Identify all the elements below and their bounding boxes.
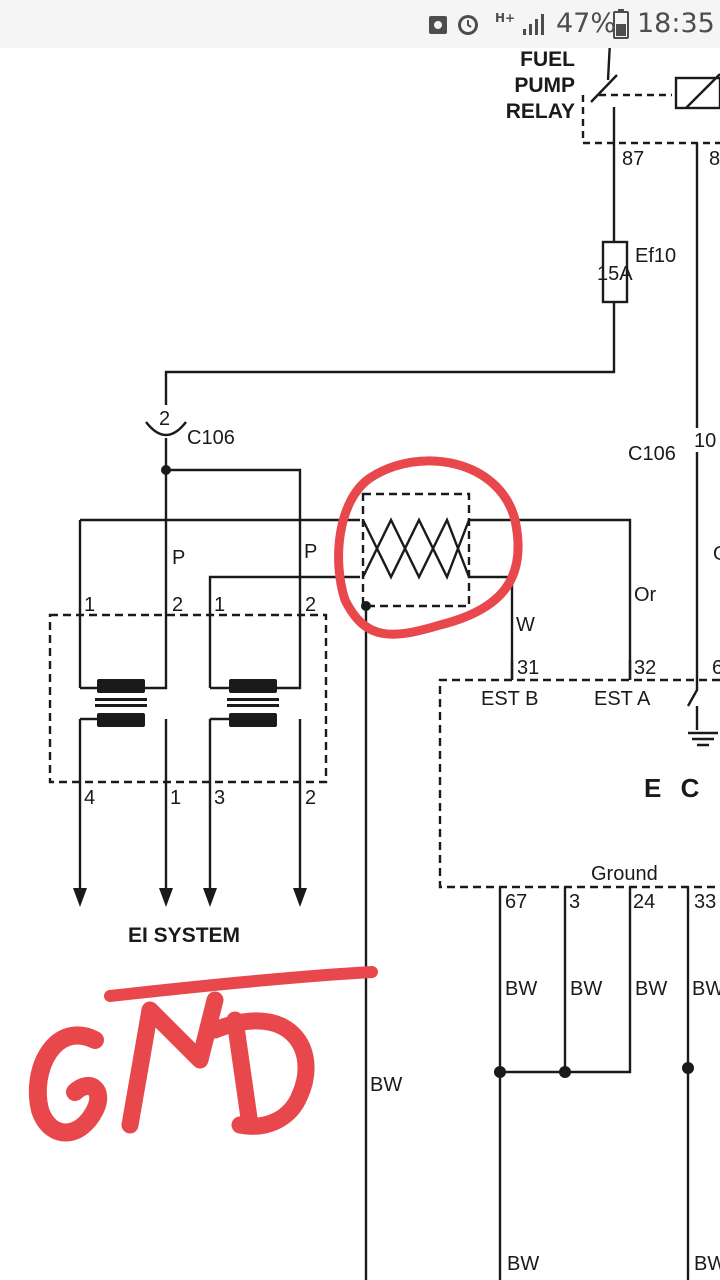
relay-pin-8: 8 [709,148,720,170]
c106-right-pin: 10 [694,430,716,452]
twisted-pair-shield [361,492,471,608]
ground-wires [498,887,690,1280]
bw-label-shield: BW [370,1074,402,1096]
bw-label-3: BW [635,978,667,1000]
c106-right-name: C106 [628,443,676,465]
bw-label-2: BW [570,978,602,1000]
ecm-pin-32: 32 [634,657,656,679]
red-circle [334,456,523,639]
wire-fuse-c106 [164,302,616,405]
ecm-pin-31: 31 [517,657,539,679]
coil-core-1 [97,679,145,693]
est-a-label: EST A [594,688,651,710]
bw-label-bottom-2: BW [694,1253,720,1275]
coil-core-2 [229,679,277,693]
relay-pin-87: 87 [622,148,644,170]
coil-pin-bottom-3: 3 [214,787,225,809]
signal-icon [523,14,544,35]
coil-pin-bottom-2: 1 [170,787,181,809]
battery-percent: 47% [556,8,617,39]
ground-pin-24: 24 [633,891,655,913]
wire-label-right-partial: O [713,543,720,565]
relay-switch [590,48,618,103]
gnd-letter-n [121,991,224,1134]
photo-notification-icon [429,16,447,34]
coil-pin-bottom-4: 2 [305,787,316,809]
c106-left-connector [145,421,187,437]
ecm-box [438,678,720,889]
wire-w [208,575,514,688]
bw-label-1: BW [505,978,537,1000]
wire-label-p-right: P [304,541,317,563]
gnd-letter-d [206,1011,315,1135]
clock: 18:35 [637,8,715,39]
bw-label-bottom-1: BW [507,1253,539,1275]
hand-annotation [28,456,523,1142]
wire-label-w: W [516,614,535,636]
relay-box [581,95,720,145]
ecm-pin-6: 6 [712,657,720,679]
ei-system-box [48,613,328,784]
wire-label-p-left: P [172,547,185,569]
c106-left-pin: 2 [159,408,170,430]
battery-icon [613,9,629,39]
overline-stroke [104,966,378,1002]
ground-pin-33: 33 [694,891,716,913]
bw-label-4: BW [692,978,720,1000]
network-type-icon: H+ [495,11,516,25]
fuse-name: Ef10 [635,245,676,267]
c106-left-name: C106 [187,427,235,449]
coil-pin-bottom-1: 4 [84,787,95,809]
wire-or [78,518,632,688]
alarm-icon [458,15,478,35]
wiring-diagram: FUEL PUMP RELAY 87 8 Ef10 15A 2 C106 C10… [28,48,720,1280]
relay-label-line3: RELAY [506,100,575,123]
est-b-label: EST B [481,688,538,710]
ground-pin-3: 3 [569,891,580,913]
ei-system-label: EI SYSTEM [128,924,240,947]
relay-label-line2: PUMP [514,74,575,97]
twisted-pair [361,517,471,580]
ecm-label: E C [644,773,705,803]
wire-p-right [166,468,302,615]
fuse-rating: 15A [597,263,633,285]
gnd-letter-g [28,1026,108,1142]
relay-coil [674,76,720,110]
status-bar: H+ 47% 18:35 [0,0,720,48]
coil-pin-top-2: 2 [172,594,183,616]
coil-pin-top-1: 1 [84,594,95,616]
relay-label-line1: FUEL [520,48,575,71]
ground-label: Ground [591,863,658,885]
ground-pin-67: 67 [505,891,527,913]
coil-pin-top-3: 1 [214,594,225,616]
wire-label-or: Or [634,584,657,606]
coil-pin-top-4: 2 [305,594,316,616]
